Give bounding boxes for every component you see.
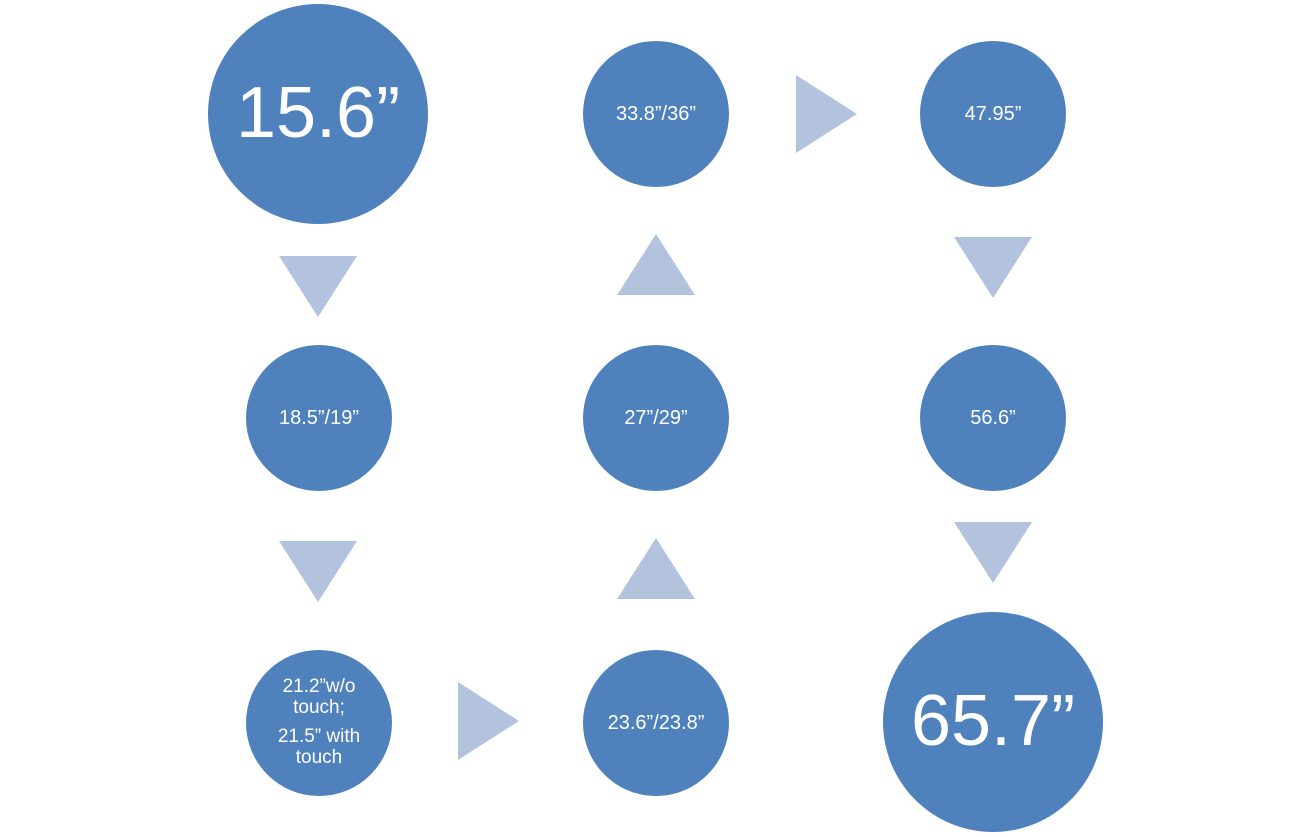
- circle-33-8-36: 33.8”/36”: [583, 41, 729, 187]
- arrow-down-2: [279, 541, 357, 602]
- circle-label: 15.6”: [235, 73, 401, 154]
- circle-27-29: 27”/29”: [583, 345, 729, 491]
- arrow-down-3: [954, 237, 1032, 298]
- arrow-up-1: [617, 538, 695, 599]
- circle-label: 65.7”: [910, 681, 1076, 762]
- circle-15-6: 15.6”: [208, 4, 428, 224]
- circle-label: 27”/29”: [624, 407, 688, 429]
- arrow-right-2: [796, 75, 857, 153]
- circle-21-2-21-5: 21.2”w/o touch; 21.5” with touch: [246, 650, 392, 796]
- circle-23-6-23-8: 23.6”/23.8”: [583, 650, 729, 796]
- arrow-right-1: [458, 682, 519, 760]
- arrow-up-2: [617, 234, 695, 295]
- circle-label-line-2: 21.5” with touch: [277, 726, 361, 768]
- circle-label: 47.95”: [964, 103, 1022, 125]
- circle-label: 56.6”: [970, 407, 1016, 429]
- circle-18-5-19: 18.5”/19”: [246, 345, 392, 491]
- circle-47-95: 47.95”: [920, 41, 1066, 187]
- circle-label: 33.8”/36”: [615, 103, 697, 125]
- circle-label: 23.6”/23.8”: [607, 712, 705, 734]
- circle-label: 18.5”/19”: [278, 407, 360, 429]
- circle-65-7: 65.7”: [883, 612, 1103, 832]
- arrow-down-1: [279, 256, 357, 317]
- circle-56-6: 56.6”: [920, 345, 1066, 491]
- circle-label-line-1: 21.2”w/o touch;: [282, 676, 356, 719]
- arrow-down-4: [954, 522, 1032, 583]
